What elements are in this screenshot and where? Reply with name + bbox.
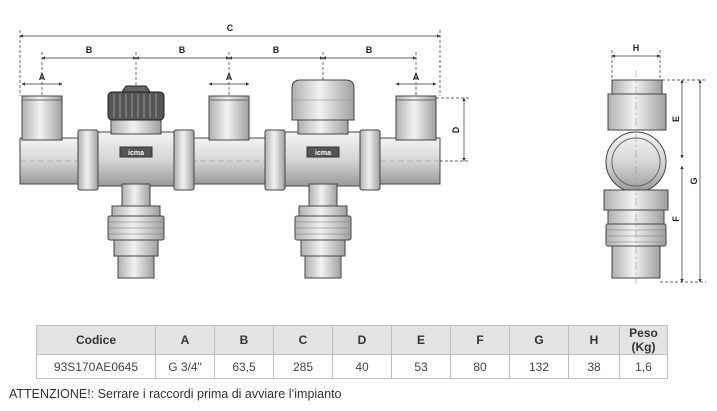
dim-label-b: B	[179, 45, 186, 55]
dimension-lines	[19, 30, 470, 162]
manifold-side-view	[603, 70, 669, 284]
dim-label-e: E	[671, 116, 681, 122]
col-header-a: A	[155, 325, 215, 355]
dim-label-f: F	[671, 216, 681, 222]
cell-h: 38	[568, 354, 620, 379]
col-header-h: H	[568, 325, 620, 355]
warning-note: ATTENZIONE!: Serrare i raccordi prima di…	[9, 387, 342, 401]
col-header-codice: Codice	[36, 325, 156, 355]
cell-f: 80	[450, 354, 510, 379]
col-header-d: D	[332, 325, 392, 355]
cell-e: 53	[391, 354, 451, 379]
col-header-peso: Peso (Kg)	[619, 325, 668, 355]
table-row: 93S170AE0645 G 3/4" 63,5 285 40 53 80 13…	[36, 354, 668, 379]
mixing-valve-1: icma	[97, 85, 175, 279]
cell-a: G 3/4"	[155, 354, 215, 379]
outlet-port-1	[21, 95, 63, 141]
manifold-front-view: icma	[19, 79, 441, 279]
mixing-valve-2: icma	[284, 79, 361, 279]
cell-g: 132	[509, 354, 569, 379]
cell-codice: 93S170AE0645	[36, 354, 156, 379]
outlet-port-2	[208, 95, 250, 141]
outlet-port-3	[395, 95, 437, 141]
cell-d: 40	[332, 354, 392, 379]
cell-b: 63,5	[214, 354, 274, 379]
side-dimension-labels: H E F G	[633, 43, 699, 222]
spec-table-header-row: Codice A B C D E F G H Peso (Kg)	[36, 325, 668, 355]
technical-drawing: icma	[19, 23, 706, 284]
cell-peso: 1,6	[619, 354, 668, 379]
dim-label-a: A	[413, 72, 420, 82]
dim-label-h: H	[633, 43, 640, 53]
dim-label-g: G	[689, 177, 699, 184]
dim-label-a: A	[39, 72, 46, 82]
dim-label-b: B	[86, 45, 93, 55]
dim-label-d: D	[451, 126, 461, 133]
col-header-e: E	[391, 325, 451, 355]
col-header-c: C	[273, 325, 333, 355]
col-header-b: B	[214, 325, 274, 355]
valve-brand-label: icma	[315, 150, 331, 157]
col-header-f: F	[450, 325, 510, 355]
side-dimension-lines	[611, 50, 706, 283]
cell-c: 285	[273, 354, 333, 379]
dim-label-c: C	[227, 23, 234, 33]
valve-brand-label: icma	[128, 150, 144, 157]
dimension-labels: C B B B B A A A D	[39, 23, 461, 133]
spec-table: Codice A B C D E F G H Peso (Kg) 93S170A…	[36, 325, 668, 379]
dim-label-a: A	[226, 72, 233, 82]
col-header-g: G	[509, 325, 569, 355]
dim-label-b: B	[273, 45, 280, 55]
dim-label-b: B	[366, 45, 373, 55]
